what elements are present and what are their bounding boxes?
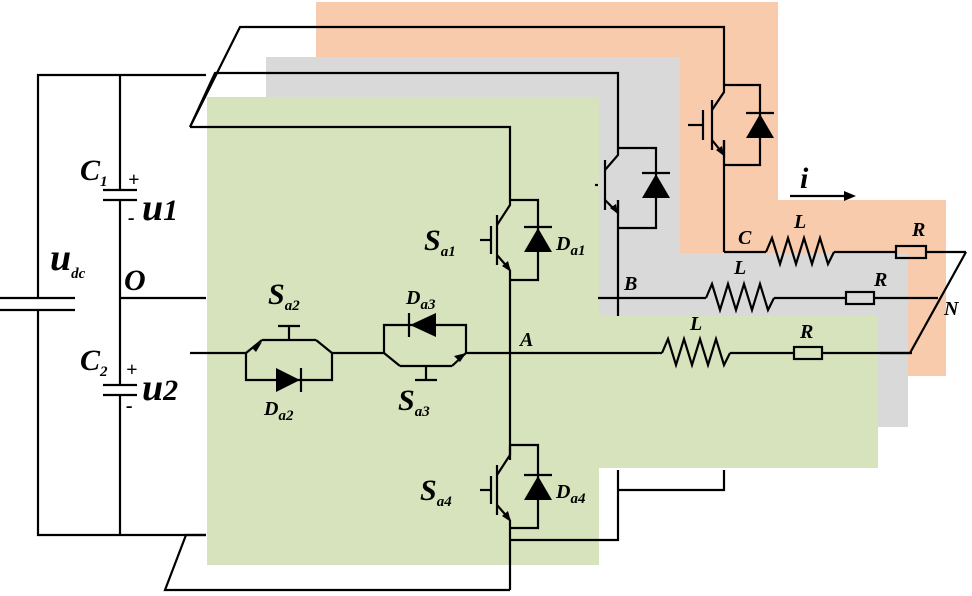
da3-label: Da3 [405,287,436,313]
u2-label: u2 [142,367,178,409]
resistor-b-label: R [873,269,887,291]
phase-a-output [510,335,912,369]
da1-label: Da1 [555,233,585,259]
inductor-c-label: L [793,211,806,233]
c2-label: C2 [80,344,108,380]
da4-label: Da4 [555,481,586,507]
node-a-label: A [518,329,533,351]
phase-c-leg [189,25,774,252]
inductor-a-label: L [689,313,702,335]
c1-plus: + [128,169,139,191]
dc-link [0,73,206,537]
node-c-label: C [738,227,752,249]
sa4-label: Sa4 [420,474,452,510]
phase-b-leg [189,71,670,316]
c2-plus: + [126,359,137,381]
node-b-label: B [623,273,637,295]
inductor-b-label: L [733,257,746,279]
phase-b-output [598,280,938,314]
resistor-c-label: R [911,219,925,241]
node-n-label: N [943,298,960,320]
resistor-a-label: R [799,321,813,343]
c2-minus: - [126,395,133,417]
lower-leg-connections [510,470,726,542]
c1-minus: - [128,207,135,229]
phase-a-leg [163,125,552,592]
current-label: i [800,162,809,195]
midpoint-label: O [124,264,146,297]
da2-label: Da2 [263,398,294,424]
c1-label: C1 [80,154,108,190]
u1-label: u1 [142,187,178,229]
sa3-label: Sa3 [398,384,430,420]
sa2-label: Sa2 [268,278,300,314]
udc-label: udc [50,237,86,282]
sa1-label: Sa1 [424,224,456,260]
